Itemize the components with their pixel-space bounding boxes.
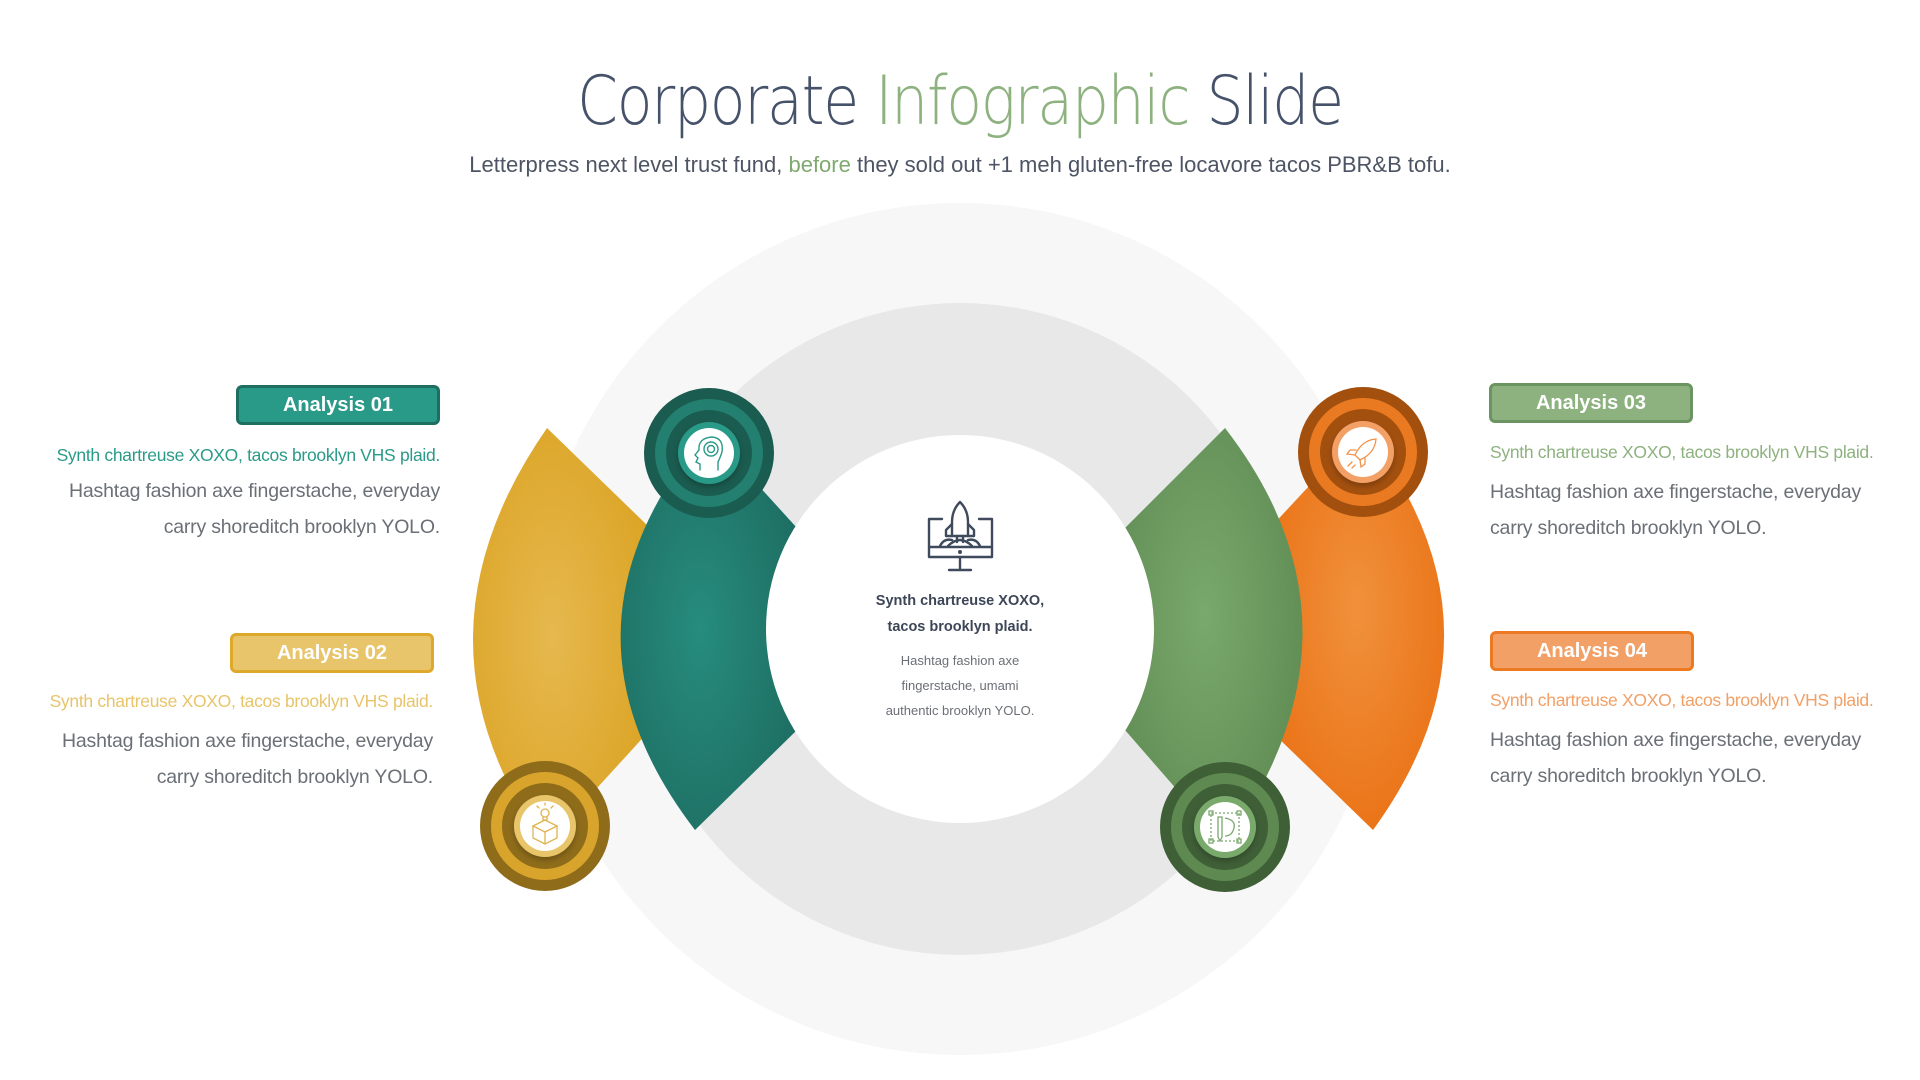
rocket-monitor-icon bbox=[927, 500, 994, 572]
analysis-03-text: Synth chartreuse XOXO, tacos brooklyn VH… bbox=[1490, 434, 1910, 546]
title-part2: Slide bbox=[1189, 62, 1345, 141]
subtitle-highlight: before bbox=[788, 152, 851, 177]
center-text: Synth chartreuse XOXO, tacos brooklyn pl… bbox=[860, 588, 1060, 723]
idea-box-icon bbox=[531, 802, 559, 845]
analysis-01-body-line1: Hashtag fashion axe fingerstache, everyd… bbox=[69, 480, 440, 502]
page-subtitle: Letterpress next level trust fund, befor… bbox=[0, 152, 1920, 178]
petal-analysis-03 bbox=[1125, 428, 1303, 845]
analysis-01-text: Synth chartreuse XOXO, tacos brooklyn VH… bbox=[20, 437, 441, 545]
center-body-line3: authentic brooklyn YOLO. bbox=[885, 703, 1035, 718]
analysis-04-text: Synth chartreuse XOXO, tacos brooklyn VH… bbox=[1490, 682, 1910, 794]
analysis-02-label-text: Analysis 02 bbox=[276, 641, 388, 664]
analysis-02-body-line1: Hashtag fashion axe fingerstache, everyd… bbox=[62, 730, 433, 752]
analysis-04-lead: Synth chartreuse XOXO, tacos brooklyn VH… bbox=[1490, 690, 1874, 710]
subtitle-part1: Letterpress next level trust fund, bbox=[469, 152, 789, 177]
petal-analysis-04 bbox=[1270, 428, 1445, 830]
subtitle-part2: they sold out +1 meh gluten-free locavor… bbox=[850, 152, 1451, 177]
center-heading-line1: Synth chartreuse XOXO, bbox=[875, 593, 1045, 609]
analysis-04-label-text: Analysis 04 bbox=[1536, 639, 1648, 662]
analysis-03-label[interactable]: Analysis 03 bbox=[1489, 383, 1693, 423]
badge-analysis-03[interactable] bbox=[1160, 762, 1290, 892]
analysis-03-body-line1: Hashtag fashion axe fingerstache, everyd… bbox=[1490, 481, 1861, 503]
analysis-02-body-line2: carry shoreditch brooklyn YOLO. bbox=[156, 766, 434, 788]
petal-analysis-01 bbox=[620, 430, 797, 830]
analysis-01-label[interactable]: Analysis 01 bbox=[236, 385, 440, 425]
analysis-03-label-text: Analysis 03 bbox=[1535, 391, 1647, 414]
title-highlight: Infographic bbox=[875, 62, 1190, 141]
design-tool-icon bbox=[1208, 810, 1242, 844]
analysis-02-label[interactable]: Analysis 02 bbox=[230, 633, 434, 673]
center-body-line1: Hashtag fashion axe bbox=[900, 653, 1020, 668]
center-heading-line2: tacos brooklyn plaid. bbox=[887, 619, 1033, 635]
center-circle bbox=[766, 435, 1154, 823]
analysis-01-body-line2: carry shoreditch brooklyn YOLO. bbox=[163, 516, 441, 538]
badge-analysis-04[interactable] bbox=[1298, 387, 1428, 517]
petal-analysis-02 bbox=[472, 428, 650, 845]
badge-analysis-02[interactable] bbox=[480, 761, 610, 891]
analysis-02-lead: Synth chartreuse XOXO, tacos brooklyn VH… bbox=[49, 691, 434, 711]
brain-head-icon bbox=[694, 436, 723, 471]
rocket-icon bbox=[1345, 438, 1377, 469]
analysis-04-body-line1: Hashtag fashion axe fingerstache, everyd… bbox=[1490, 729, 1861, 751]
title-part1: Corporate bbox=[577, 62, 876, 141]
analysis-04-body-line2: carry shoreditch brooklyn YOLO. bbox=[1490, 765, 1767, 787]
analysis-01-label-text: Analysis 01 bbox=[282, 393, 394, 416]
analysis-04-label[interactable]: Analysis 04 bbox=[1490, 631, 1694, 671]
center-body-line2: fingerstache, umami bbox=[901, 678, 1019, 693]
analysis-01-lead: Synth chartreuse XOXO, tacos brooklyn VH… bbox=[56, 445, 441, 465]
page-title: Corporate Infographic Slide bbox=[134, 62, 1785, 141]
analysis-03-body-line2: carry shoreditch brooklyn YOLO. bbox=[1490, 517, 1767, 539]
analysis-02-text: Synth chartreuse XOXO, tacos brooklyn VH… bbox=[13, 683, 434, 795]
badge-analysis-01[interactable] bbox=[644, 388, 774, 518]
analysis-03-lead: Synth chartreuse XOXO, tacos brooklyn VH… bbox=[1490, 442, 1874, 462]
